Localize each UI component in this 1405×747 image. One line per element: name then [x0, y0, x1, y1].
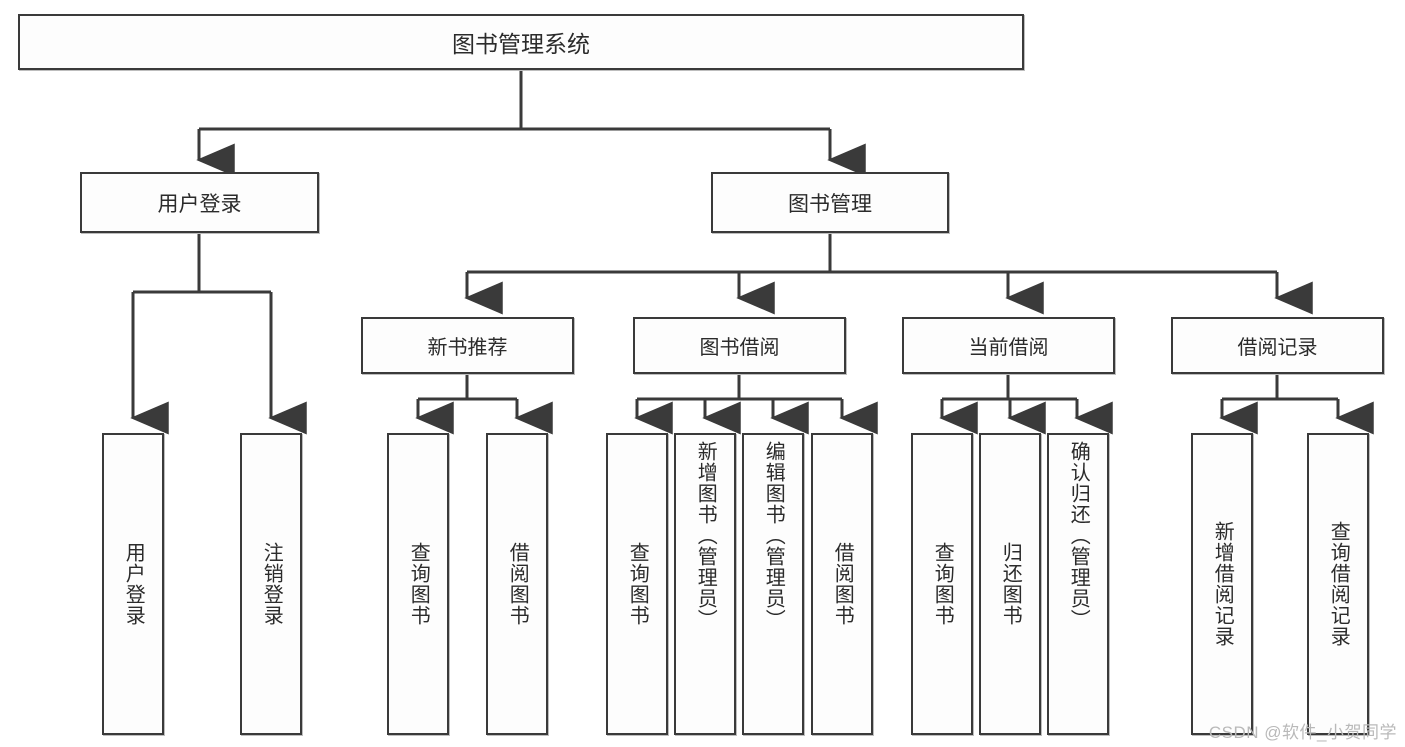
leaf-user-login-login[interactable]: 用户登录 [102, 433, 164, 735]
leaf-borrow-record-add-label: 新增借阅记录 [1211, 521, 1234, 647]
node-current-borrow[interactable]: 当前借阅 [902, 317, 1115, 374]
leaf-borrow-record-query[interactable]: 查询借阅记录 [1307, 433, 1369, 735]
node-user-login-label: 用户登录 [157, 192, 242, 216]
leaf-current-borrow-query[interactable]: 查询图书 [911, 433, 973, 735]
leaf-new-book-query[interactable]: 查询图书 [387, 433, 449, 735]
node-new-book-recommend-label: 新书推荐 [427, 337, 508, 359]
leaf-borrow-record-add[interactable]: 新增借阅记录 [1191, 433, 1253, 735]
leaf-book-borrow-borrow[interactable]: 借阅图书 [811, 433, 873, 735]
node-book-management-label: 图书管理 [788, 192, 872, 216]
leaf-current-borrow-return[interactable]: 归还图书 [979, 433, 1041, 735]
node-user-login[interactable]: 用户登录 [80, 172, 319, 233]
leaf-borrow-record-query-label: 查询借阅记录 [1327, 521, 1350, 647]
leaf-current-borrow-return-label: 归还图书 [999, 542, 1022, 626]
node-root-label: 图书管理系统 [452, 31, 590, 57]
leaf-current-borrow-query-label: 查询图书 [931, 542, 954, 626]
node-book-borrow-label: 图书借阅 [699, 337, 780, 359]
node-book-management[interactable]: 图书管理 [711, 172, 949, 233]
leaf-book-borrow-query-label: 查询图书 [626, 542, 649, 626]
leaf-current-borrow-confirm-label: 确认归还（管理员） [1067, 441, 1090, 630]
leaf-book-borrow-edit[interactable]: 编辑图书（管理员） [742, 433, 804, 735]
leaf-new-book-borrow[interactable]: 借阅图书 [486, 433, 548, 735]
leaf-user-login-logout[interactable]: 注销登录 [240, 433, 302, 735]
node-borrow-record-label: 借阅记录 [1237, 337, 1318, 359]
leaf-current-borrow-confirm[interactable]: 确认归还（管理员） [1047, 433, 1109, 735]
leaf-user-login-login-label: 用户登录 [122, 542, 145, 626]
leaf-book-borrow-query[interactable]: 查询图书 [606, 433, 668, 735]
leaf-user-login-logout-label: 注销登录 [260, 542, 283, 626]
node-new-book-recommend[interactable]: 新书推荐 [361, 317, 574, 374]
leaf-book-borrow-add-label: 新增图书（管理员） [694, 441, 717, 630]
node-current-borrow-label: 当前借阅 [968, 337, 1049, 359]
node-borrow-record[interactable]: 借阅记录 [1171, 317, 1384, 374]
leaf-new-book-query-label: 查询图书 [407, 542, 430, 626]
leaf-book-borrow-add[interactable]: 新增图书（管理员） [674, 433, 736, 735]
leaf-book-borrow-borrow-label: 借阅图书 [831, 542, 854, 626]
leaf-new-book-borrow-label: 借阅图书 [506, 542, 529, 626]
watermark-text: CSDN @软件_小贺同学 [1208, 723, 1397, 742]
node-root[interactable]: 图书管理系统 [18, 14, 1024, 70]
leaf-book-borrow-edit-label: 编辑图书（管理员） [762, 441, 785, 630]
node-book-borrow[interactable]: 图书借阅 [633, 317, 846, 374]
